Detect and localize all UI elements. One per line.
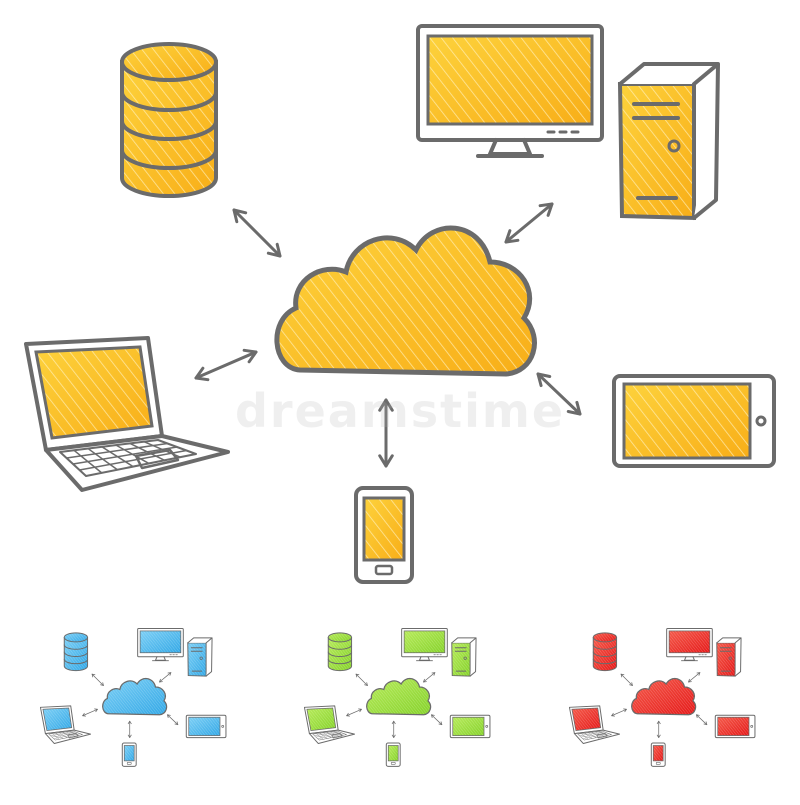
connection-arrow-database [232, 208, 282, 258]
connection-arrow-desktop [159, 672, 172, 683]
connection-arrow-tablet [167, 714, 179, 726]
laptop-icon [303, 705, 356, 745]
tablet-icon [449, 714, 491, 739]
smartphone-icon [354, 486, 414, 584]
connection-arrow-tablet [536, 372, 582, 416]
diagram-variant-blue [39, 627, 227, 767]
smartphone-icon [650, 742, 666, 767]
connection-arrow-desktop [504, 202, 554, 244]
tablet-icon [714, 714, 756, 739]
connection-arrow-phone [378, 398, 394, 468]
cloud-icon [631, 677, 697, 716]
connection-arrow-database [620, 673, 633, 686]
smartphone-icon [385, 742, 401, 767]
connection-arrow-database [91, 673, 104, 686]
connection-arrow-laptop [194, 348, 258, 382]
desktop-computer-icon [416, 24, 720, 221]
connection-arrow-tablet [431, 714, 443, 726]
diagram-variant-red [568, 627, 756, 767]
desktop-computer-icon [401, 627, 477, 677]
laptop-icon [24, 336, 230, 492]
connection-arrow-desktop [688, 672, 701, 683]
database-icon [63, 632, 89, 672]
database-icon [327, 632, 353, 672]
connection-arrow-desktop [423, 672, 436, 683]
connection-arrow-laptop [82, 708, 98, 717]
laptop-icon [568, 705, 621, 745]
connection-arrow-laptop [346, 708, 362, 717]
database-icon [120, 42, 218, 198]
database-icon [592, 632, 618, 672]
connection-arrow-tablet [696, 714, 708, 726]
connection-arrow-phone [656, 720, 661, 738]
cloud-icon [102, 677, 168, 716]
tablet-icon [185, 714, 227, 739]
diagram-variant-green [303, 627, 491, 767]
cloud-icon [274, 225, 537, 377]
smartphone-icon [121, 742, 137, 767]
diagram-variant-main [24, 24, 776, 584]
connection-arrow-phone [391, 720, 396, 738]
cloud-icon [366, 677, 432, 716]
desktop-computer-icon [666, 627, 742, 677]
tablet-icon [612, 374, 776, 468]
connection-arrow-phone [127, 720, 132, 738]
connection-arrow-laptop [611, 708, 627, 717]
connection-arrow-database [355, 673, 368, 686]
desktop-computer-icon [137, 627, 213, 677]
laptop-icon [39, 705, 92, 745]
